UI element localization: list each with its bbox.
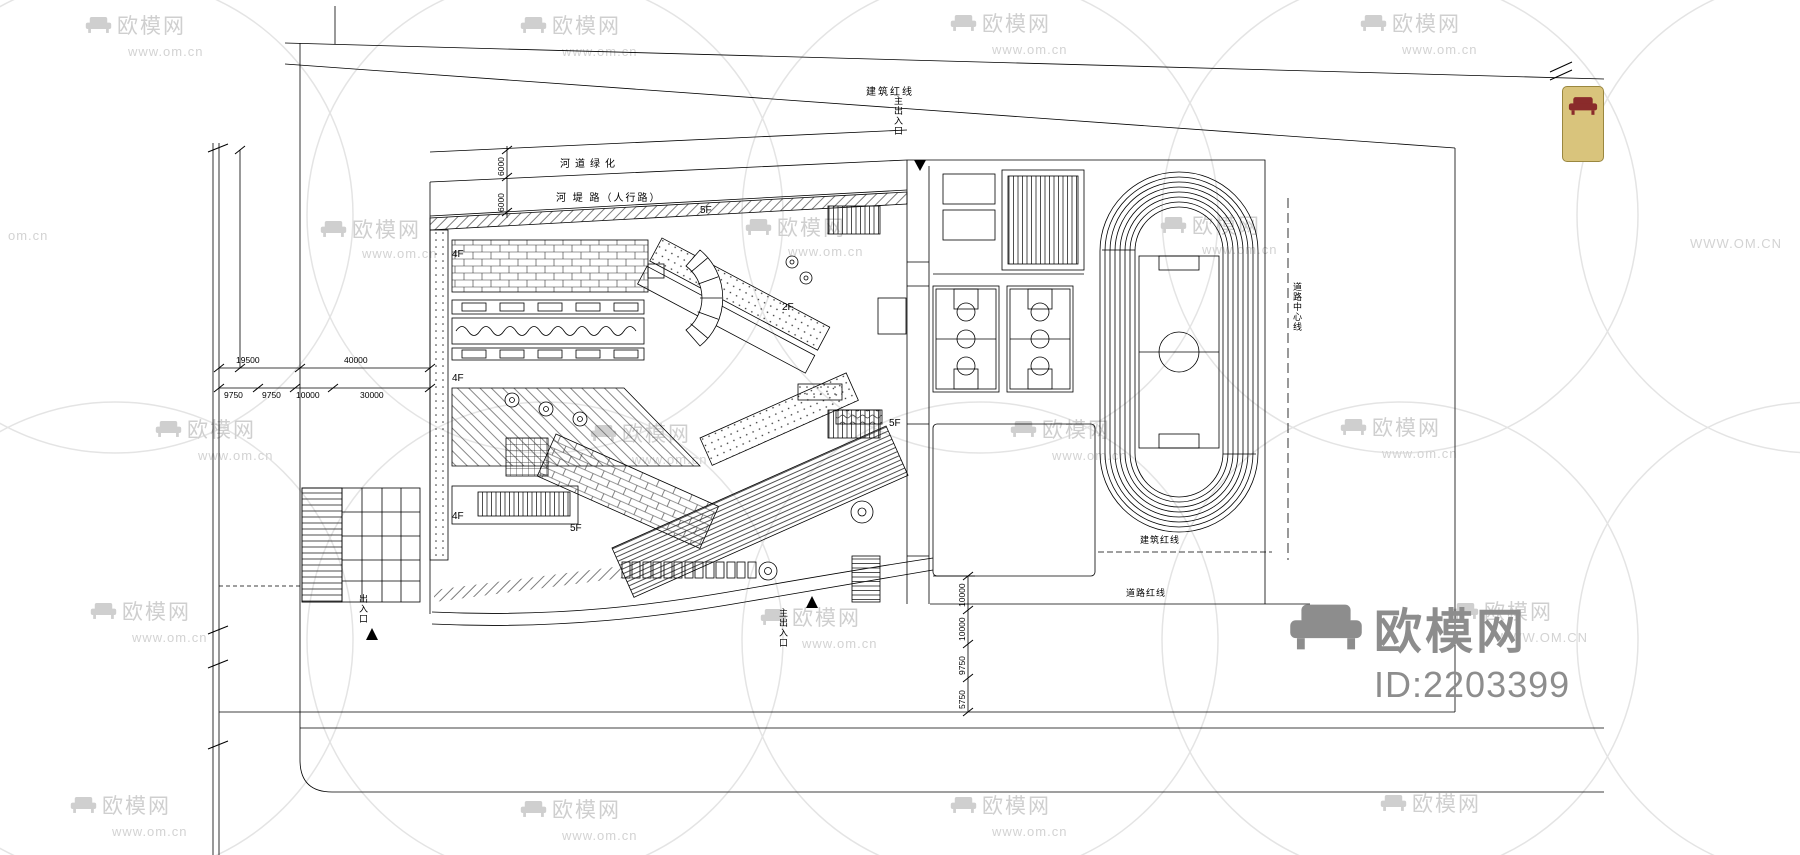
floor-label-5f: 5F [700,205,712,216]
watermark-brand: 欧模网 [520,10,621,40]
watermark-url: www.om.cn [1382,446,1458,461]
watermark-url: WWW.OM.CN [1496,630,1589,645]
watermark-url: WWW.OM.CN [1690,236,1783,251]
brand-logo-name: 欧模网 [1374,606,1528,659]
watermark-brand: 欧模网 [520,794,621,824]
site-badge [1562,86,1604,162]
watermark-url: www.om.cn [562,828,638,843]
watermark-url: www.om.cn [198,448,274,463]
dim-40000: 40000 [344,355,368,365]
dim-9750: 9750 [224,390,243,400]
floor-label-4f: 4F [452,373,464,384]
roads-and-boundaries [212,6,1605,855]
label-river-greening: 河道绿化 [560,159,620,170]
dim-19500: 19500 [236,355,260,365]
floor-label-5f: 5F [570,523,582,534]
watermark-brand: 欧模网 [90,596,191,626]
dim-30000: 30000 [360,390,384,400]
watermark-brand: 欧模网 [950,790,1051,820]
watermark-brand: 欧模网 [1340,412,1441,442]
watermark-url: www.om.cn [788,244,864,259]
dim-9750: 9750 [262,390,281,400]
brand-logo-id: ID:2203399 [1374,664,1571,705]
watermark-url: om.cn [8,228,49,243]
watermark-url: www.om.cn [1402,42,1478,57]
dim-5750: 5750 [957,690,967,709]
watermark-brand: 欧模网 [760,602,861,632]
watermark-url: www.om.cn [112,824,188,839]
watermark-url: www.om.cn [802,636,878,651]
annex-building [301,487,421,603]
label-road-center-line: 道路中心线 [1292,282,1302,332]
watermark-brand: 欧模网 [1160,210,1261,240]
floor-label-5f: 5F [889,418,901,429]
watermark-brand: 欧模网 [1380,788,1481,818]
watermark-url: www.om.cn [132,630,208,645]
label-building-red-line-top: 建筑红线 [866,87,914,98]
watermark-brand: 欧模网 [155,414,256,444]
label-main-entrance-bottom: 主出入口 [778,608,788,648]
dim-6000: 6000 [496,157,506,176]
watermark-brand: 欧模网 [85,10,186,40]
watermark-brand: 欧模网 [1452,596,1553,626]
label-main-entrance-top: 主出入口 [893,96,903,136]
watermark-brand: 欧模网 [1010,414,1111,444]
label-river-road: 河 堤 路（人行路） [556,193,662,204]
watermark-url: www.om.cn [1052,448,1128,463]
floor-label-2f: 2F [782,302,794,313]
entrance-markers [366,160,926,640]
basketball-courts [932,285,1074,393]
watermark-brand: 欧模网 [950,8,1051,38]
dim-10000: 10000 [957,617,967,641]
dim-10000: 10000 [957,583,967,607]
sofa-icon [1568,95,1598,117]
gym-building [932,423,1096,577]
label-road-red-line: 道路红线 [1126,588,1167,598]
steps-row [621,561,757,579]
watermark-url: www.om.cn [992,42,1068,57]
watermark-brand: 欧模网 [1360,8,1461,38]
brand-logo: 欧模网 ID:2203399 [1288,592,1570,706]
dim-9750: 9750 [957,656,967,675]
watermark-url: www.om.cn [992,824,1068,839]
watermark-url: www.om.cn [128,44,204,59]
floor-label-4f: 4F [452,249,464,260]
dim-10000: 10000 [296,390,320,400]
dim-6000: 6000 [496,193,506,212]
running-track [1099,171,1259,533]
watermark-url: www.om.cn [362,246,438,261]
watermark-brand: 欧模网 [745,212,846,242]
watermark-brand: 欧模网 [320,214,421,244]
floor-label-4f: 4F [452,511,464,522]
sofa-icon [1288,602,1364,652]
label-side-entrance: 出入口 [358,594,368,624]
court-buildings [942,169,1085,271]
building-complex [429,191,934,626]
label-building-red-line-bottom: 建筑红线 [1140,535,1181,545]
watermark-brand: 欧模网 [70,790,171,820]
